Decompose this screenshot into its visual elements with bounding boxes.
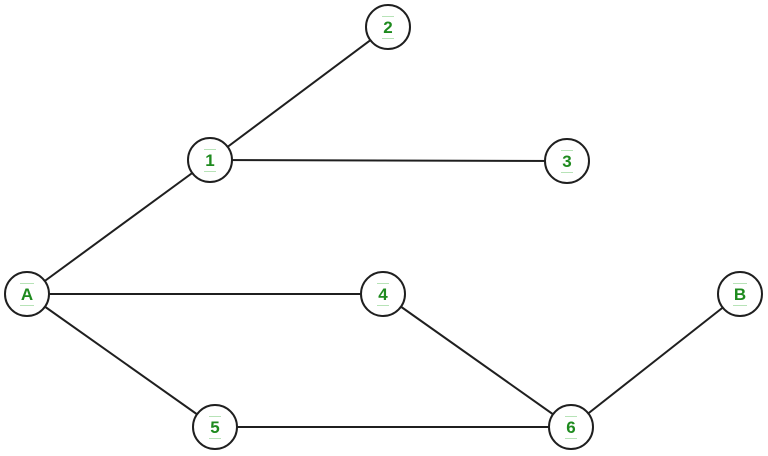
- node-label-A: A: [19, 282, 35, 306]
- node-6: 6: [548, 404, 594, 450]
- node-label-6: 6: [565, 415, 577, 439]
- node-label-5: 5: [209, 415, 221, 439]
- node-label-1: 1: [204, 148, 216, 172]
- node-label-3: 3: [561, 149, 573, 173]
- edge-1-3: [209, 159, 568, 162]
- node-1: 1: [187, 137, 233, 183]
- node-label-2: 2: [382, 15, 394, 39]
- node-label-4: 4: [377, 282, 389, 306]
- node-4: 4: [360, 271, 406, 317]
- edge-6-B: [570, 293, 741, 428]
- edge-A-5: [26, 293, 216, 428]
- edge-1-2: [209, 26, 389, 161]
- node-A: A: [4, 271, 50, 317]
- node-5: 5: [192, 404, 238, 450]
- node-B: B: [717, 271, 763, 317]
- node-label-B: B: [732, 282, 748, 306]
- node-2: 2: [365, 4, 411, 50]
- edge-A-1: [26, 159, 211, 295]
- node-3: 3: [544, 138, 590, 184]
- edge-4-6: [382, 293, 572, 428]
